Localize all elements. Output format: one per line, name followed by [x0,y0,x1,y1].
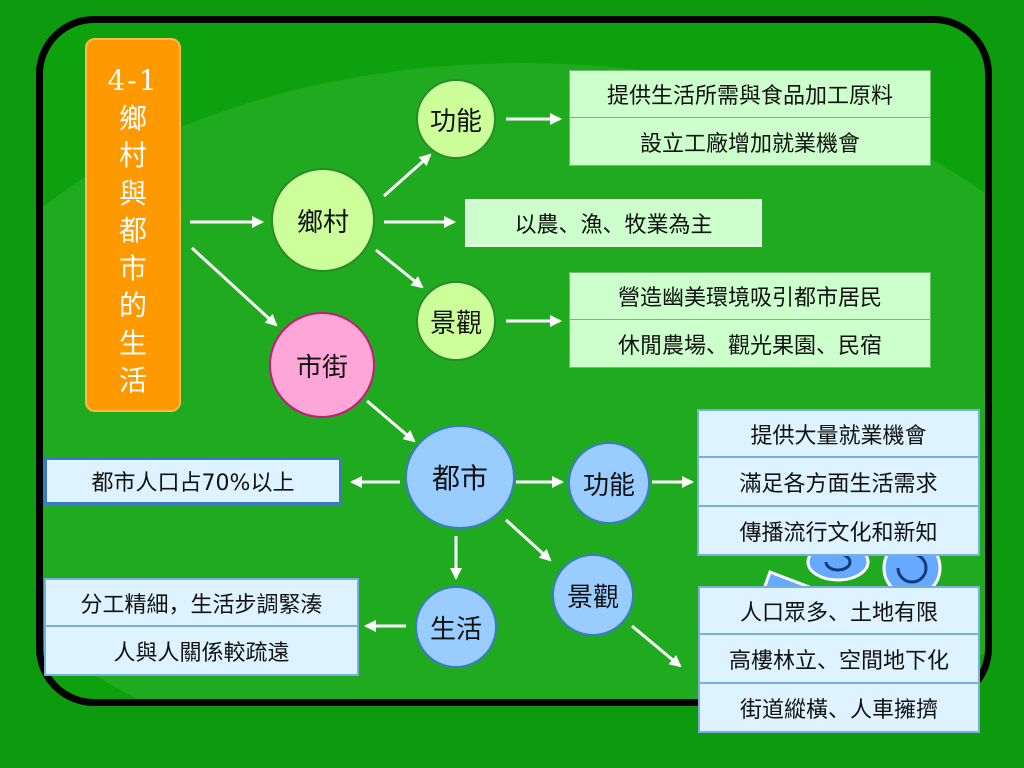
rural-function-item: 提供生活所需與食品加工原料 [569,70,931,118]
node-rural-function: 功能 [416,79,496,159]
node-rural: 鄉村 [271,168,375,272]
city-life-item: 分工精細，生活步調緊湊 [44,578,359,627]
city-function-item: 傳播流行文化和新知 [697,507,980,556]
title-char: 生 [118,326,147,360]
title-number: 4-1 [107,64,159,97]
title-char: 都 [118,214,147,247]
node-rural-scenery: 景觀 [416,281,496,361]
city-scenery-item: 街道縱橫、人車擁擠 [698,684,980,733]
rural-function-item: 設立工廠增加就業機會 [569,118,931,166]
title-char: 市 [118,251,147,285]
node-city-scenery: 景觀 [552,554,634,636]
city-life-item: 人與人關係較疏遠 [44,627,359,676]
node-city-life: 生活 [415,586,497,668]
city-scenery-item: 人口眾多、土地有限 [698,586,980,635]
node-market-street: 市街 [269,312,375,418]
rural-main-industry-box: 以農、漁、牧業為主 [465,199,762,247]
city-life-boxes: 分工精細，生活步調緊湊 人與人關係較疏遠 [44,578,359,676]
node-city: 都市 [405,425,515,529]
title-char: 鄉 [118,101,147,135]
title-char: 村 [118,139,147,172]
node-city-function: 功能 [568,442,650,524]
rural-scenery-boxes: 營造幽美環境吸引都市居民 休閒農場、觀光果園、民宿 [569,272,931,368]
rural-scenery-item: 營造幽美環境吸引都市居民 [569,272,931,320]
city-scenery-item: 高樓林立、空間地下化 [698,635,980,684]
title-char: 與 [118,176,147,210]
title-box: 4-1 鄉 村 與 都 市 的 生 活 [85,38,181,412]
city-function-item: 滿足各方面生活需求 [697,458,980,507]
city-function-boxes: 提供大量就業機會 滿足各方面生活需求 傳播流行文化和新知 [697,409,980,556]
title-char: 活 [118,364,147,397]
rural-scenery-item: 休閒農場、觀光果園、民宿 [569,320,931,368]
title-char: 的 [118,289,147,322]
city-function-item: 提供大量就業機會 [697,409,980,458]
city-population-box: 都市人口占70%以上 [44,457,342,505]
rural-function-boxes: 提供生活所需與食品加工原料 設立工廠增加就業機會 [569,70,931,166]
city-scenery-boxes: 人口眾多、土地有限 高樓林立、空間地下化 街道縱橫、人車擁擠 [698,586,980,733]
